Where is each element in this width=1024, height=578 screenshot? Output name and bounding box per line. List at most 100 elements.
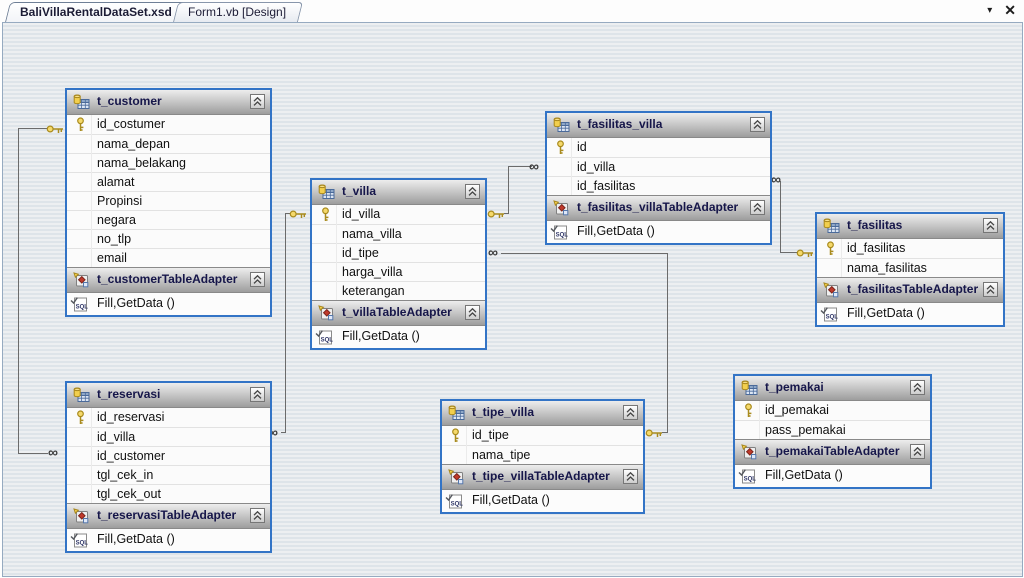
- column-row-id_pemakai[interactable]: id_pemakai: [735, 401, 930, 420]
- adapter-method-row[interactable]: SQL Fill,GetData (): [67, 529, 270, 551]
- relation-line[interactable]: [285, 213, 286, 433]
- column-row-nama_depan[interactable]: nama_depan: [67, 134, 270, 153]
- dataset-designer-surface[interactable]: ∞ ∞ ∞ ∞ ∞: [2, 22, 1023, 577]
- adapter-method-row[interactable]: SQL Fill,GetData (): [442, 490, 643, 512]
- column-row-id_tipe[interactable]: id_tipe: [312, 243, 485, 262]
- column-row-nama_fasilitas[interactable]: nama_fasilitas: [817, 258, 1003, 277]
- adapter-method-row[interactable]: SQL Fill,GetData (): [547, 221, 770, 243]
- column-row-no_tlp[interactable]: no_tlp: [67, 229, 270, 248]
- adapter-header[interactable]: t_customerTableAdapter: [67, 267, 270, 293]
- window-controls: ▾ ✕: [987, 2, 1016, 19]
- column-row-pass_pemakai[interactable]: pass_pemakai: [735, 420, 930, 439]
- collapse-button[interactable]: [623, 405, 638, 420]
- column-row-id_villa[interactable]: id_villa: [547, 157, 770, 176]
- adapter-method-row[interactable]: SQL Fill,GetData (): [312, 326, 485, 348]
- table-header[interactable]: t_pemakai: [735, 376, 930, 401]
- relation-line[interactable]: [18, 128, 47, 129]
- column-row-email[interactable]: email: [67, 248, 270, 267]
- adapter-header[interactable]: t_fasilitas_villaTableAdapter: [547, 195, 770, 221]
- table-header[interactable]: t_villa: [312, 180, 485, 205]
- table-title: t_villa: [342, 184, 377, 198]
- relation-line[interactable]: [667, 253, 668, 433]
- column-row-id_costumer[interactable]: id_costumer: [67, 115, 270, 134]
- primary-key-icon: [320, 207, 331, 225]
- table-header[interactable]: t_customer: [67, 90, 270, 115]
- relation-line[interactable]: [285, 213, 290, 214]
- tab-balivillarentaldataset-xsd[interactable]: BaliVillaRentalDataSet.xsd: [10, 2, 184, 22]
- document-tab-bar: BaliVillaRentalDataSet.xsd Form1.vb [Des…: [0, 0, 1024, 22]
- table-t_fasilitas_villa[interactable]: t_fasilitas_villa id id_villa id_fasilit…: [545, 111, 772, 245]
- column-row-keterangan[interactable]: keterangan: [312, 281, 485, 300]
- adapter-title: t_pemakaiTableAdapter: [765, 444, 900, 458]
- column-row-id_fasilitas[interactable]: id_fasilitas: [547, 176, 770, 195]
- collapse-button[interactable]: [465, 184, 480, 199]
- table-t_reservasi[interactable]: t_reservasi id_reservasi id_villa id_cus…: [65, 381, 272, 553]
- column-row-id_villa[interactable]: id_villa: [312, 205, 485, 224]
- table-title: t_fasilitas_villa: [577, 117, 663, 131]
- table-header[interactable]: t_fasilitas_villa: [547, 113, 770, 138]
- table-t_customer[interactable]: t_customer id_costumer nama_depan nama_b…: [65, 88, 272, 317]
- column-row-alamat[interactable]: alamat: [67, 172, 270, 191]
- collapse-button[interactable]: [910, 444, 925, 459]
- column-row-nama_villa[interactable]: nama_villa: [312, 224, 485, 243]
- table-t_villa[interactable]: t_villa id_villa nama_villa id_tipe harg…: [310, 178, 487, 350]
- relation-line[interactable]: [281, 432, 286, 433]
- collapse-button[interactable]: [750, 117, 765, 132]
- relation-line[interactable]: [508, 166, 509, 214]
- column-row-negara[interactable]: negara: [67, 210, 270, 229]
- collapse-button[interactable]: [910, 380, 925, 395]
- adapter-title: t_customerTableAdapter: [97, 272, 238, 286]
- collapse-button[interactable]: [250, 508, 265, 523]
- collapse-button[interactable]: [250, 387, 265, 402]
- adapter-method-row[interactable]: SQL Fill,GetData (): [817, 303, 1003, 325]
- column-row-id_villa[interactable]: id_villa: [67, 427, 270, 446]
- relation-line[interactable]: [662, 432, 668, 433]
- relation-line[interactable]: [508, 166, 532, 167]
- collapse-button[interactable]: [250, 94, 265, 109]
- column-row-nama_belakang[interactable]: nama_belakang: [67, 153, 270, 172]
- active-files-dropdown-icon[interactable]: ▾: [987, 5, 993, 16]
- column-row-Propinsi[interactable]: Propinsi: [67, 191, 270, 210]
- adapter-header[interactable]: t_reservasiTableAdapter: [67, 503, 270, 529]
- table-t_tipe_villa[interactable]: t_tipe_villa id_tipe nama_tipe t_tipe_vi…: [440, 399, 645, 514]
- primary-key-icon: [555, 140, 566, 158]
- relation-line[interactable]: [780, 252, 798, 253]
- column-row-id_customer[interactable]: id_customer: [67, 446, 270, 465]
- relation-many-icon: ∞: [529, 158, 539, 174]
- column-row-harga_villa[interactable]: harga_villa: [312, 262, 485, 281]
- collapse-button[interactable]: [750, 200, 765, 215]
- column-row-tgl_cek_out[interactable]: tgl_cek_out: [67, 484, 270, 503]
- adapter-method-row[interactable]: SQL Fill,GetData (): [735, 465, 930, 487]
- adapter-header[interactable]: t_pemakaiTableAdapter: [735, 439, 930, 465]
- column-row-tgl_cek_in[interactable]: tgl_cek_in: [67, 465, 270, 484]
- adapter-header[interactable]: t_villaTableAdapter: [312, 300, 485, 326]
- adapter-method-row[interactable]: SQL Fill,GetData (): [67, 293, 270, 315]
- relation-line[interactable]: [504, 213, 509, 214]
- relation-line[interactable]: [18, 453, 48, 454]
- collapse-button[interactable]: [983, 282, 998, 297]
- column-row-id_reservasi[interactable]: id_reservasi: [67, 408, 270, 427]
- table-header[interactable]: t_tipe_villa: [442, 401, 643, 426]
- table-t_pemakai[interactable]: t_pemakai id_pemakai pass_pemakai t_pema…: [733, 374, 932, 489]
- collapse-button[interactable]: [983, 218, 998, 233]
- table-header[interactable]: t_reservasi: [67, 383, 270, 408]
- tab-form1-vb-design[interactable]: Form1.vb [Design]: [178, 2, 298, 22]
- adapter-header[interactable]: t_tipe_villaTableAdapter: [442, 464, 643, 490]
- table-t_fasilitas[interactable]: t_fasilitas id_fasilitas nama_fasilitas …: [815, 212, 1005, 327]
- tableadapter-icon: [448, 469, 464, 490]
- relation-line[interactable]: [18, 128, 19, 454]
- column-row-id[interactable]: id: [547, 138, 770, 157]
- column-row-nama_tipe[interactable]: nama_tipe: [442, 445, 643, 464]
- sql-query-icon: SQL: [820, 306, 838, 325]
- close-icon[interactable]: ✕: [1004, 2, 1016, 18]
- column-row-id_fasilitas[interactable]: id_fasilitas: [817, 239, 1003, 258]
- relation-line[interactable]: [780, 181, 781, 253]
- collapse-button[interactable]: [623, 469, 638, 484]
- table-header[interactable]: t_fasilitas: [817, 214, 1003, 239]
- collapse-button[interactable]: [250, 272, 265, 287]
- collapse-button[interactable]: [465, 305, 480, 320]
- adapter-header[interactable]: t_fasilitasTableAdapter: [817, 277, 1003, 303]
- tableadapter-icon: [318, 305, 334, 326]
- column-row-id_tipe[interactable]: id_tipe: [442, 426, 643, 445]
- relation-line[interactable]: [501, 253, 668, 254]
